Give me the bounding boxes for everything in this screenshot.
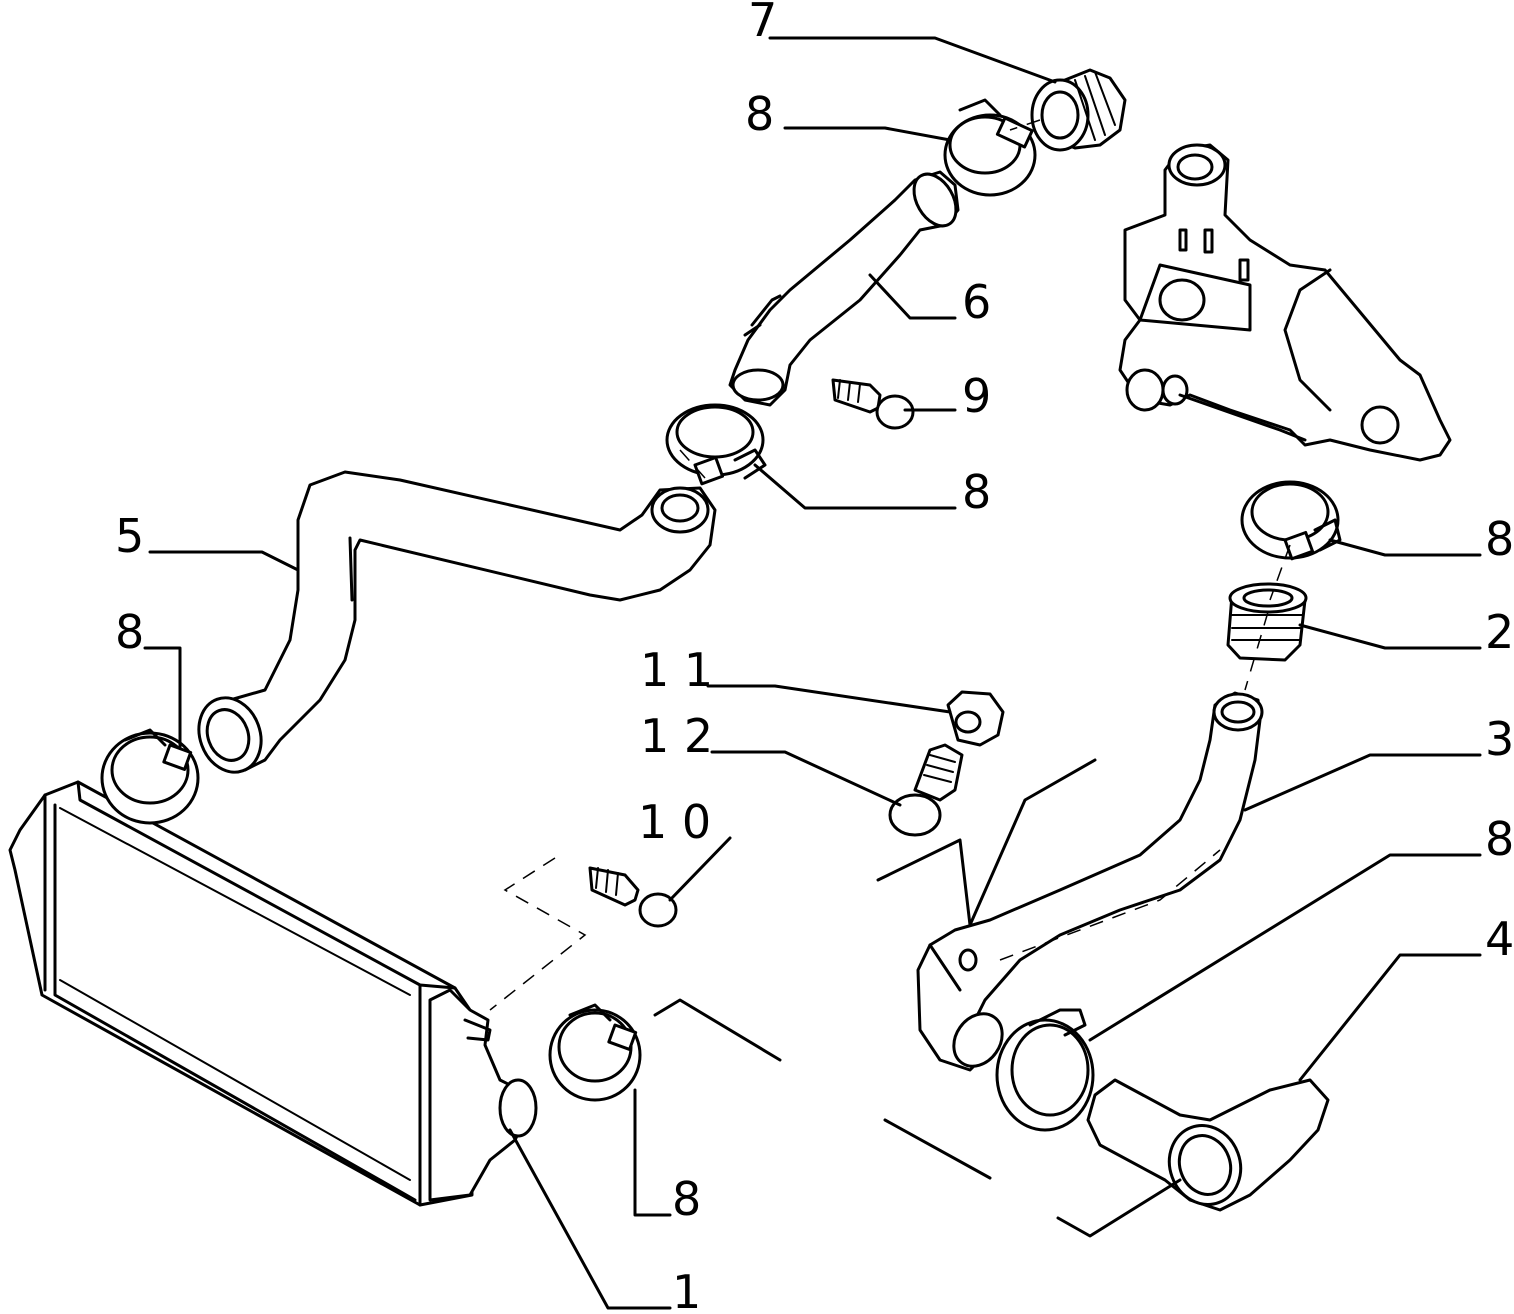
callout-1: 1 (672, 1265, 701, 1314)
callout-8-bottom-center: 8 (672, 1172, 701, 1226)
hose-clamp-middle (665, 403, 767, 486)
callout-5: 5 (115, 509, 144, 563)
callout-8-left: 8 (115, 605, 144, 659)
callout-12: 1 2 (640, 709, 713, 763)
callout-7: 7 (748, 0, 777, 47)
callout-10: 1 0 (638, 795, 711, 849)
top-coupling-part (1030, 68, 1127, 152)
nut-11 (946, 690, 1005, 747)
callout-4: 4 (1485, 912, 1514, 966)
callout-8-top: 8 (745, 87, 774, 141)
bolt-9 (831, 378, 915, 430)
callout-6: 6 (962, 275, 991, 329)
callout-2: 2 (1485, 605, 1514, 659)
callout-labels: 7 8 6 9 8 5 8 1 1 1 2 1 0 8 1 8 2 3 8 4 (115, 0, 1514, 1314)
hose-clamp-top (943, 98, 1037, 197)
upper-air-pipe-part (728, 170, 960, 407)
context-lines (653, 758, 1182, 1238)
callout-8-right-lower: 8 (1485, 812, 1514, 866)
callout-8-middle: 8 (962, 465, 991, 519)
intercooler-hose-part (197, 470, 717, 774)
callout-11: 1 1 (640, 643, 713, 697)
intercooler-part (8, 780, 538, 1207)
callout-8-right-upper: 8 (1485, 512, 1514, 566)
hose-clamp-bottom-right (995, 1008, 1095, 1132)
turbocharger-part (1118, 143, 1452, 462)
right-coupling-part (1226, 582, 1308, 662)
hose-clamp-left (100, 728, 200, 825)
callout-9: 9 (962, 369, 991, 423)
leader-lines (143, 36, 1482, 1310)
elbow-hose-part (1086, 1078, 1330, 1212)
bolt-10 (588, 866, 678, 928)
right-air-pipe-part (916, 691, 1264, 1072)
phantom-lines (489, 119, 1291, 1011)
hose-clamp-right-upper (1240, 480, 1342, 561)
callout-3: 3 (1485, 712, 1514, 766)
hose-clamp-bottom-center (548, 1003, 642, 1102)
screw-12 (888, 743, 964, 837)
